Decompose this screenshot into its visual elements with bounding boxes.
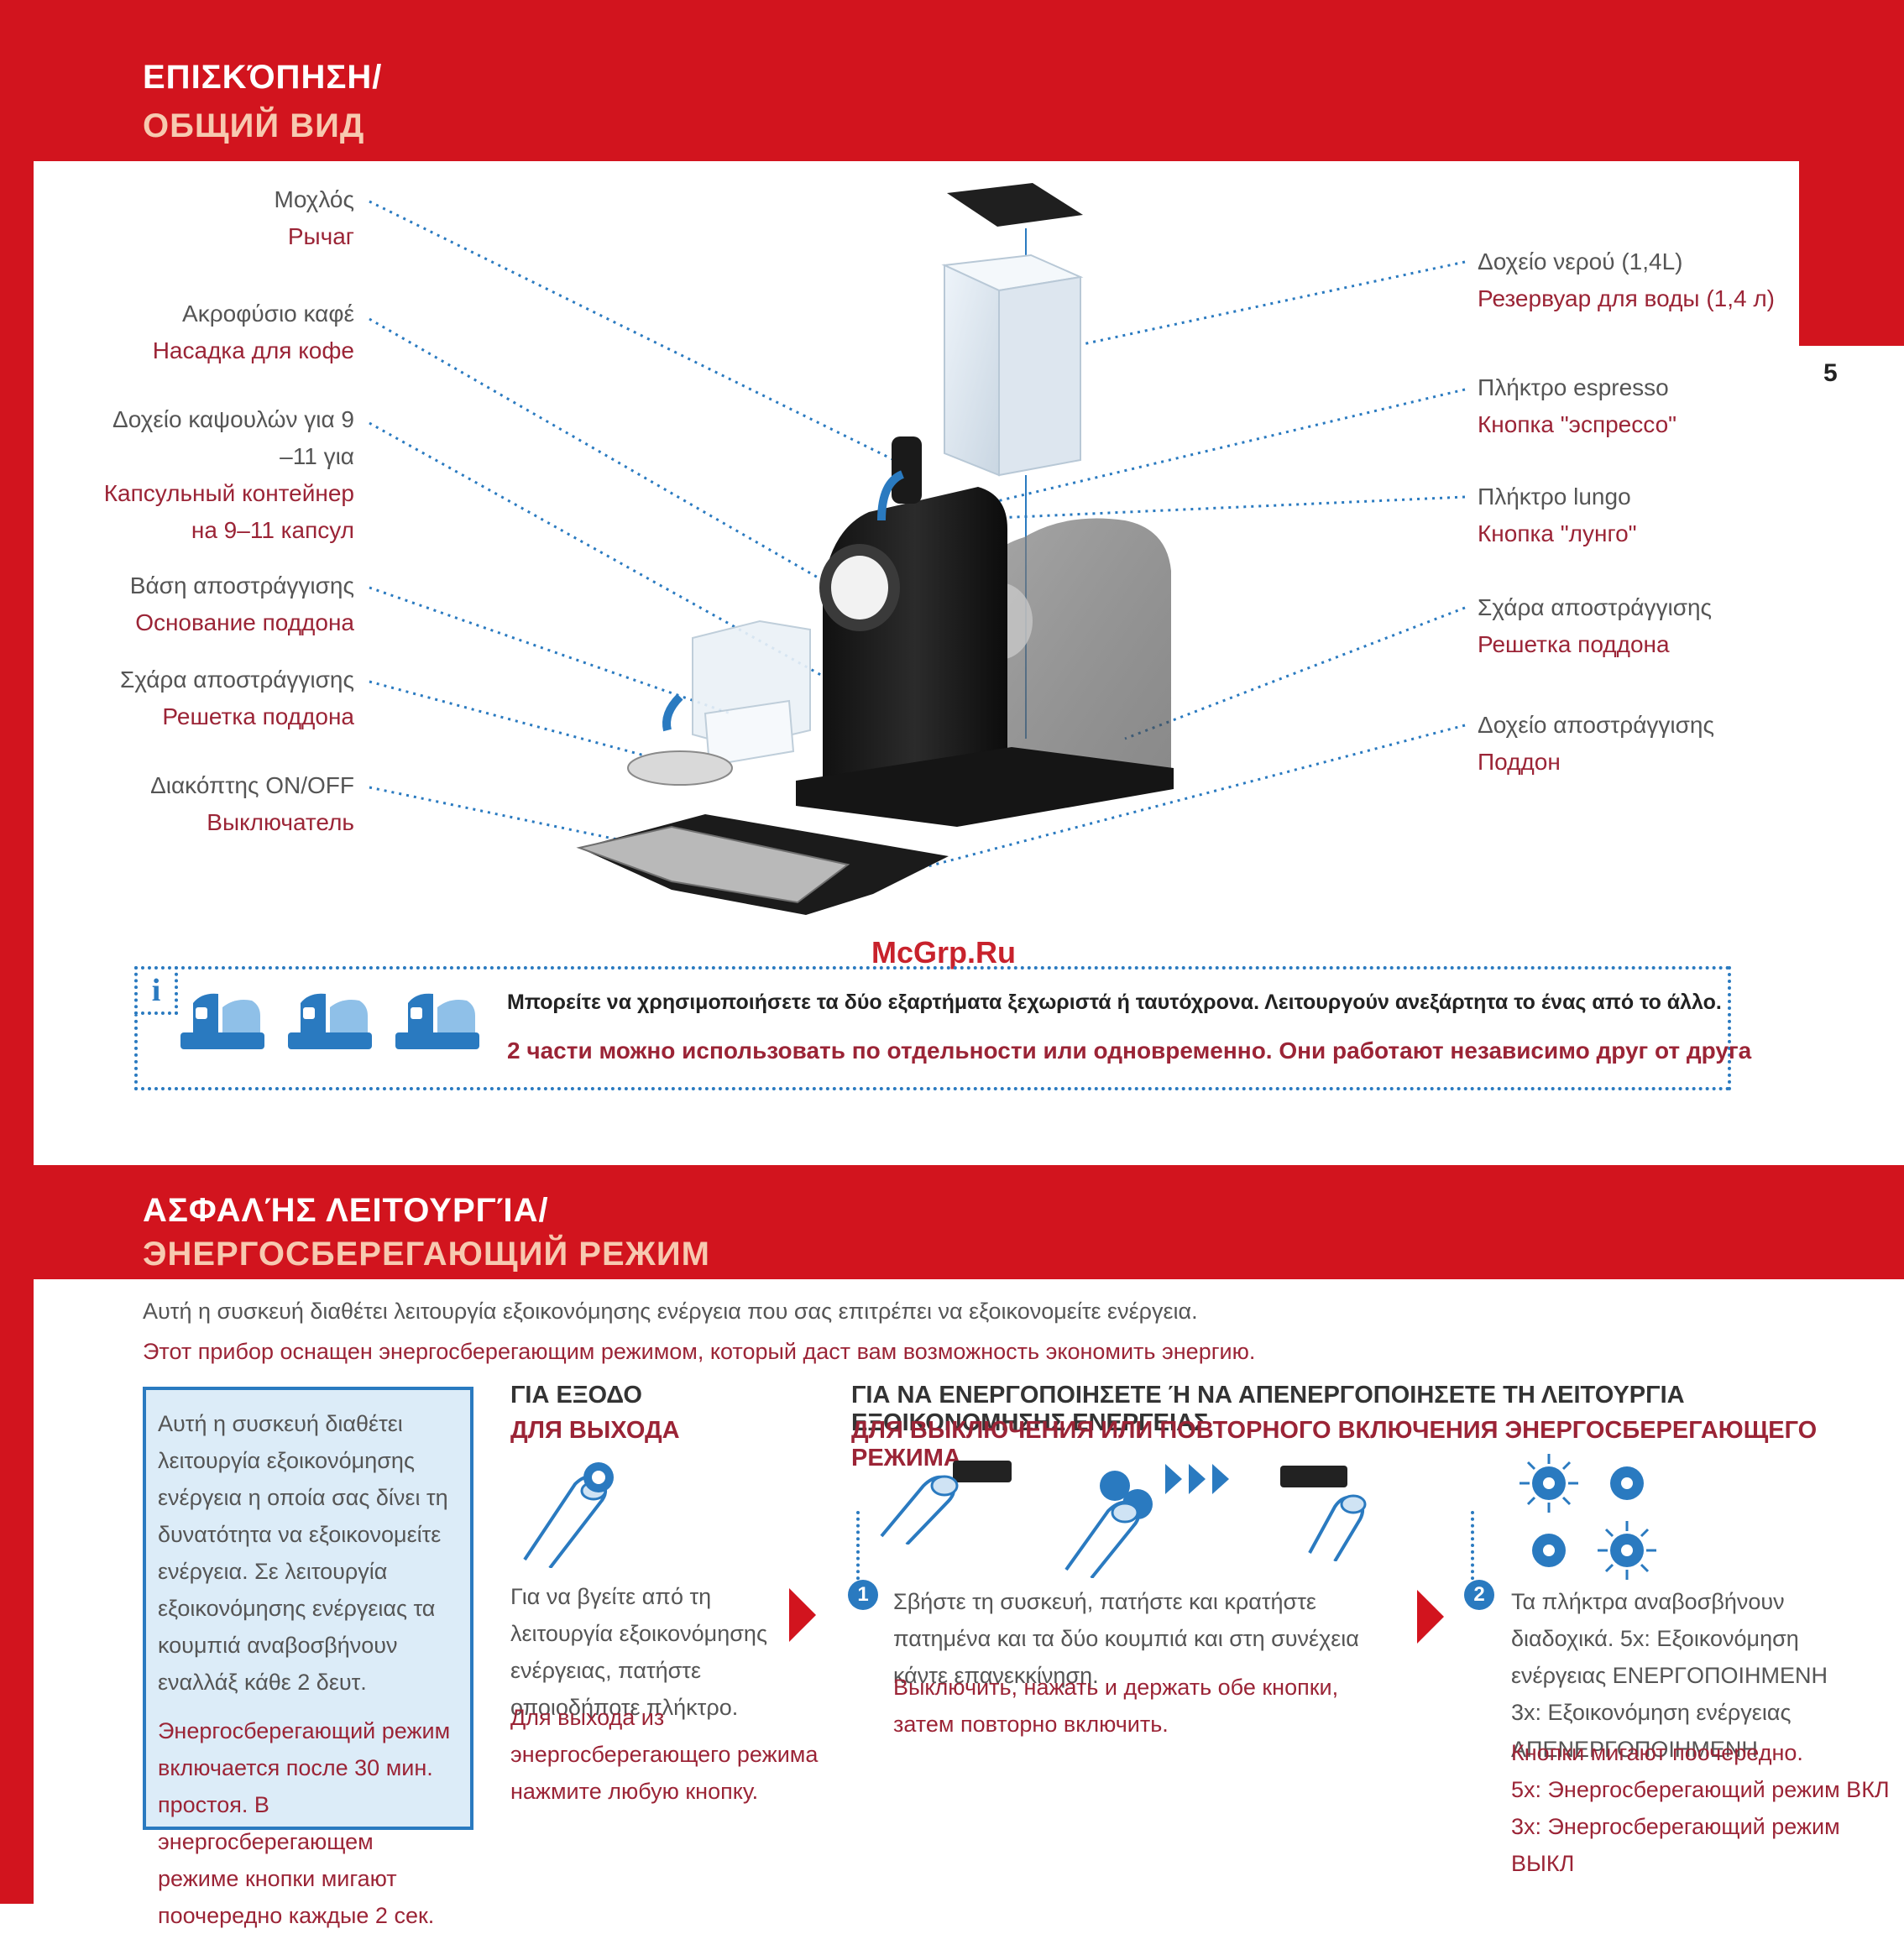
top-red-band <box>0 0 1904 161</box>
step1-text-gr: Σβήστε τη συσκευή, πατήστε και κρατήστε … <box>893 1589 1359 1688</box>
info-icon: i <box>134 966 178 1015</box>
machine-illustration <box>369 183 1466 915</box>
exit-text-gr: Για να βγείτε από τη λειτουργία εξοικονό… <box>510 1584 767 1720</box>
tray-arrow <box>662 693 683 732</box>
info-text-gr: Μπορείτε να χρησιμοποιήσετε τα δύο εξαρτ… <box>507 991 1722 1014</box>
arrow-right-1 <box>789 1588 816 1642</box>
exit-heading-gr: ΓΙΑ ΕΞΟΔΟ <box>510 1382 642 1409</box>
energy-note-box: Αυτή η συσκευή διαθέτει λειτουργία εξοικ… <box>143 1387 473 1928</box>
finger-on-icon <box>1280 1466 1367 1561</box>
water-tank <box>941 254 1084 477</box>
machine-icon <box>288 993 372 1049</box>
label-espresso-button: Πλήκτρο espresso Кнопка "эспрессо" <box>1478 374 1677 437</box>
step1-number: 1 <box>848 1580 878 1610</box>
capsule-container <box>692 619 811 767</box>
machine-icon <box>395 993 479 1049</box>
energy-intro-ru: Этот прибор оснащен энергосберегающим ре… <box>143 1339 1256 1364</box>
label-on-off-switch: Διακόπτης ON/OFF Выключатель <box>150 772 354 835</box>
exit-heading-ru: ДЛЯ ВЫХОДА <box>510 1417 680 1444</box>
finger-two-buttons-icon <box>1064 1471 1153 1578</box>
label-drip-grid-left: Σχάρα αποστράγγισης Решетка поддона <box>119 666 354 729</box>
blinking-buttons-icon <box>1520 1454 1656 1580</box>
overview-title-ru: ОБЩИЙ ВИД <box>143 107 365 144</box>
info-text-ru: 2 части можно использовать по отдельност… <box>507 1038 1752 1064</box>
tank-lid <box>947 183 1083 227</box>
finger-press-icon <box>523 1462 614 1568</box>
step2-text-ru-3: 3x: Энергосберегающий режим ВЫКЛ <box>1511 1814 1840 1876</box>
page-number: 5 <box>1823 359 1838 387</box>
arrow-right-2 <box>1417 1590 1444 1644</box>
step2-text-gr: Τα πλήκτρα αναβοσβήνουν διαδοχικά. 5x: Ε… <box>1511 1589 1828 1762</box>
energy-title-gr: ΑΣΦΑΛΉΣ ΛΕΙΤΟΥΡΓΊΑ/ <box>143 1192 549 1229</box>
left-red-strip <box>0 0 34 1904</box>
energy-intro-gr: Αυτή η συσκευή διαθέτει λειτουργία εξοικ… <box>143 1299 1198 1324</box>
info-box <box>134 966 1731 1090</box>
label-coffee-nozzle: Ακροφύσιο καφέ Насадка для кофе <box>152 301 354 363</box>
label-capsule-container: Δοχείο καψουλών για 9 –11 για Капсульный… <box>103 406 354 543</box>
toggle-heading-ru: ДЛЯ ВЫКЛЮЧЕНИЯ ИЛИ ПОВТОРНОГО ВКЛЮЧЕНИЯ … <box>851 1417 1818 1471</box>
step1-text-ru: Выключить, нажать и держать обе кнопки, … <box>893 1675 1339 1737</box>
lever-arrow <box>877 470 905 521</box>
machine-icon <box>180 993 264 1049</box>
energy-title-ru: ЭНЕРГОСБЕРЕГАЮЩИЙ РЕЖИМ <box>143 1236 710 1273</box>
overview-title-gr: ΕΠΙΣΚΌΠΗΣΗ/ <box>143 59 383 96</box>
middle-red-band <box>0 1165 1904 1279</box>
step2-number: 2 <box>1464 1580 1494 1610</box>
drip-tray-platform <box>576 814 949 915</box>
energy-note-ru: Энергосберегающий режим включается после… <box>158 1718 451 1928</box>
triple-arrow-icon <box>1165 1464 1229 1494</box>
small-drip-grid <box>627 750 733 786</box>
energy-note-gr: Αυτή η συσκευή διαθέτει λειτουργία εξοικ… <box>158 1411 448 1695</box>
label-drip-base: Βάση αποστράγγισης Основание поддона <box>129 572 354 635</box>
finger-off-icon <box>880 1461 1012 1545</box>
step2-text-ru-1: Кнопки мигают поочередно. <box>1511 1740 1803 1765</box>
toggle-heading-gr: ΓΙΑ ΝΑ ΕΝΕΡΓΟΠΟΙΗΣΕΤΕ Ή ΝΑ ΑΠΕΝΕΡΓΟΠΟΙΗΣ… <box>851 1382 1685 1436</box>
step1-dotted-line <box>856 1511 860 1586</box>
label-water-tank: Δοχείο νερού (1,4L) Резервуар для воды (… <box>1478 248 1776 311</box>
step2-dotted-line <box>1471 1511 1474 1586</box>
label-lever: Μοχλός Рычаг <box>274 186 354 249</box>
label-lungo-button: Πλήκτρο lungo Кнопка "лунго" <box>1478 484 1637 546</box>
step2-text-ru-2: 5x: Энергосберегающий режим ВКЛ <box>1511 1777 1890 1802</box>
info-machine-icons <box>180 993 479 1049</box>
watermark: McGrp.Ru <box>871 935 1017 970</box>
leader-lines <box>369 200 1466 875</box>
label-drip-tray: Δοχείο αποστράγγισης Поддон <box>1478 712 1714 775</box>
main-machine <box>796 436 1174 827</box>
right-red-tab <box>1799 0 1904 346</box>
label-drip-grid-right: Σχάρα αποστράγγισης Решетка поддона <box>1478 594 1713 657</box>
exit-text-ru: Для выхода из энергосберегающего режима … <box>510 1705 819 1804</box>
